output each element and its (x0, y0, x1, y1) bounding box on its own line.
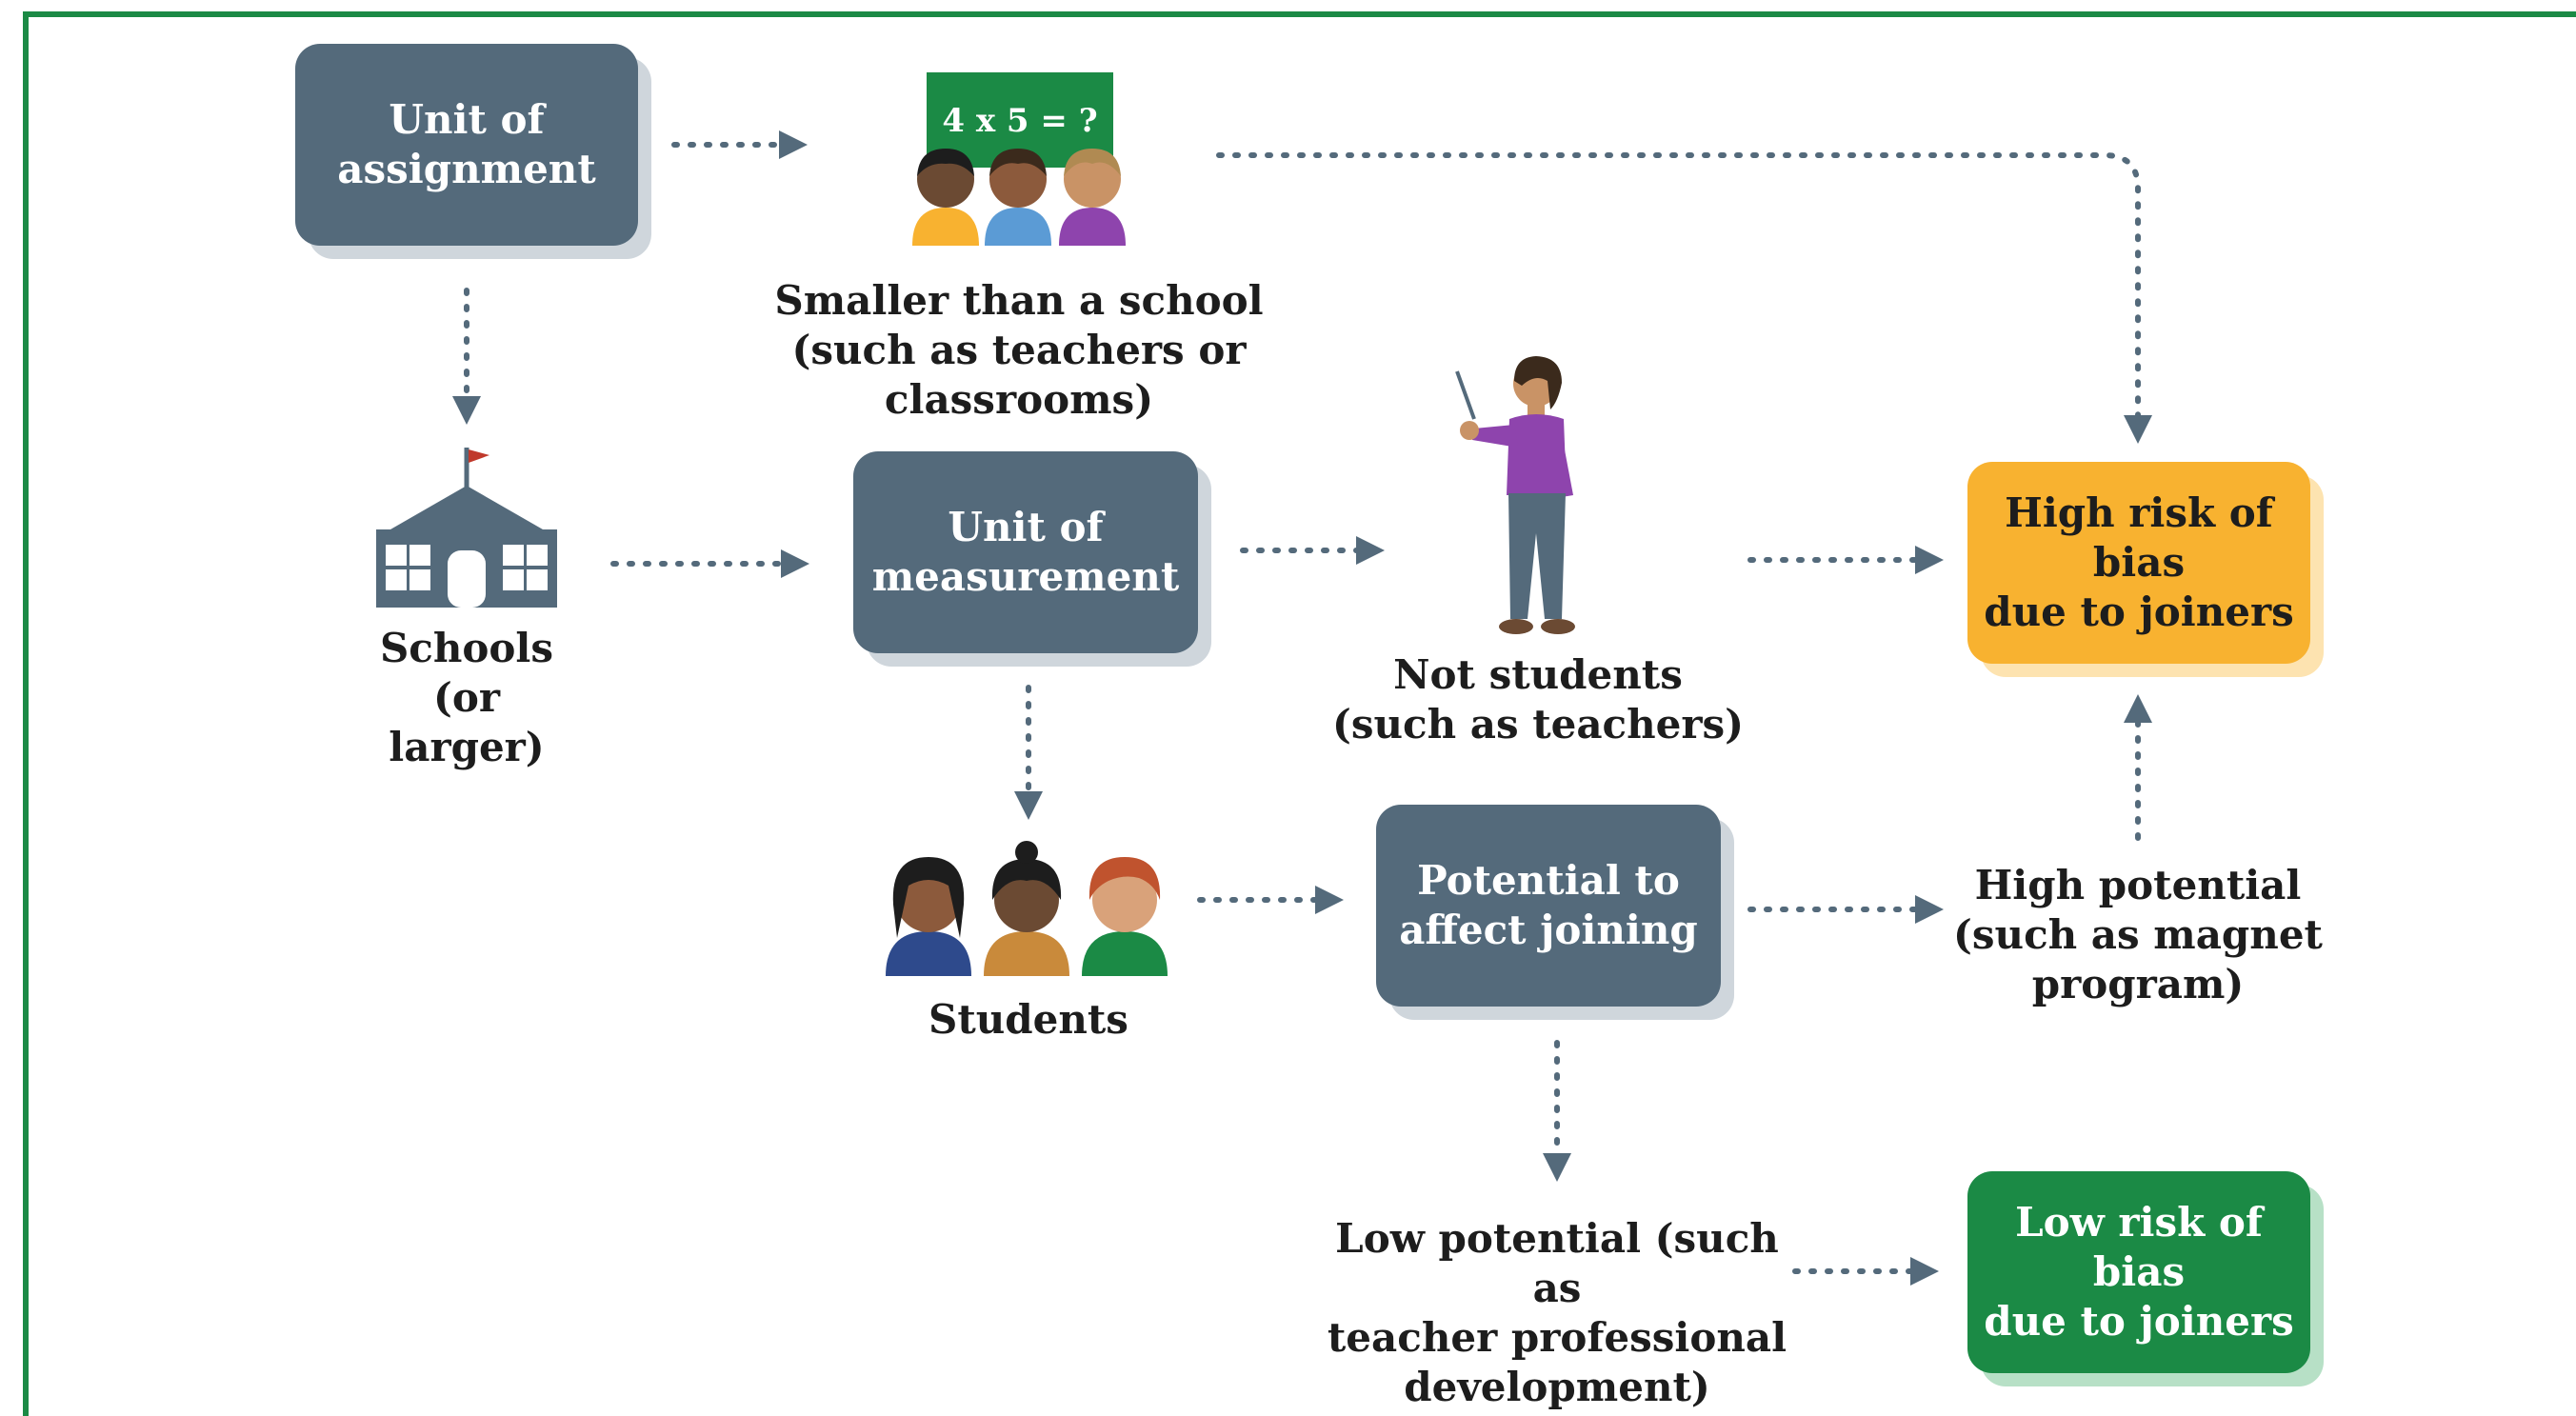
low-risk-of-bias-box: Low risk of bias due to joiners (1967, 1171, 2310, 1373)
unit-of-measurement-box: Unit of measurement (853, 451, 1198, 653)
students-label: Students (929, 996, 1128, 1043)
chalkboard-text: 4 x 5 = ? (942, 102, 1097, 140)
not-students-label: Not students (such as teachers) (1331, 651, 1745, 748)
arrow-smaller-to-high-risk (1216, 152, 2152, 444)
unit-of-assignment-box: Unit of assignment (295, 44, 638, 246)
low-potential-label: Low potential (such as teacher professio… (1327, 1215, 1787, 1410)
high-potential-label: High potential (such as magnet program) (1953, 862, 2323, 1007)
schools-label: Schools (or larger) (379, 625, 554, 770)
potential-to-affect-joining-box: Potential to affect joining (1376, 805, 1721, 1007)
smaller-than-school-label: Smaller than a school (such as teachers … (774, 277, 1264, 423)
figure-frame (23, 11, 2576, 1416)
high-risk-of-bias-box: High risk of bias due to joiners (1967, 462, 2310, 664)
